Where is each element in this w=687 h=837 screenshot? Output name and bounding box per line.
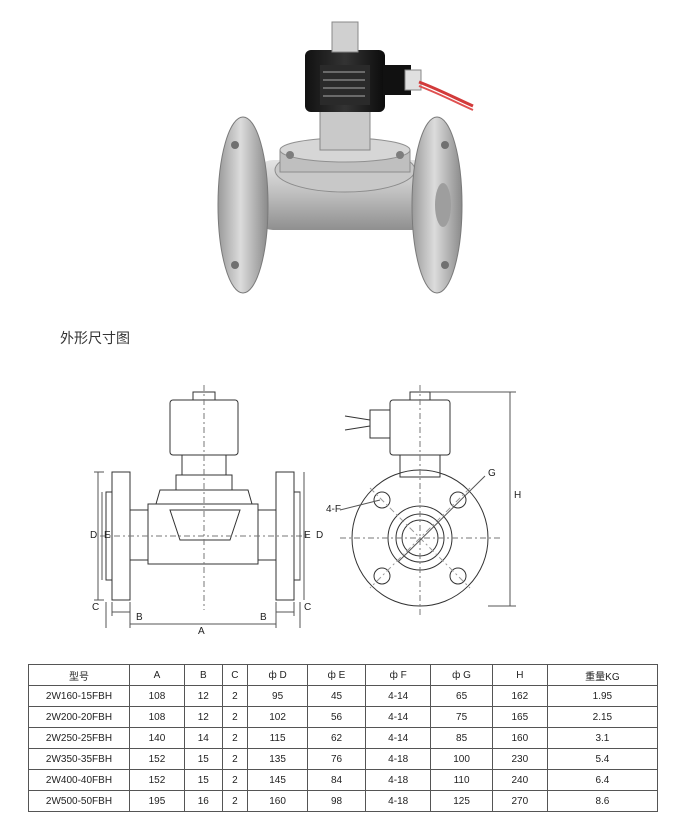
cell: 135: [247, 748, 308, 770]
cell: 2: [221, 790, 249, 812]
cell: 1.95: [546, 685, 659, 707]
cell: 230: [491, 748, 548, 770]
product-photo: [205, 10, 480, 295]
cell: 2: [221, 685, 249, 707]
label-4f: 4-F: [326, 504, 341, 515]
cell: 3.1: [546, 727, 659, 749]
label-e: E: [104, 530, 111, 541]
spec-table: 型号 A B C ф D ф E ф F ф G H 重量KG 2W160-15…: [28, 664, 659, 812]
cell: 125: [430, 790, 493, 812]
header-f: ф F: [365, 664, 432, 686]
cell: 62: [306, 727, 367, 749]
dimension-drawings: D E E D C B B C A: [90, 380, 530, 640]
cell: 2W400-40FBH: [28, 769, 130, 791]
cell: 95: [247, 685, 308, 707]
cell: 102: [247, 706, 308, 728]
cell: 2W350-35FBH: [28, 748, 130, 770]
cell: 240: [491, 769, 548, 791]
cell: 100: [430, 748, 493, 770]
label-d: D: [90, 530, 97, 541]
cell: 76: [306, 748, 367, 770]
cell: 85: [430, 727, 493, 749]
cell: 2: [221, 748, 249, 770]
cell: 84: [306, 769, 367, 791]
cell: 195: [129, 790, 185, 812]
label-b: B: [136, 612, 143, 623]
header-b: B: [183, 664, 223, 686]
cell: 270: [491, 790, 548, 812]
cell: 160: [247, 790, 308, 812]
cell: 12: [183, 685, 223, 707]
cell: 2: [221, 727, 249, 749]
header-d: ф D: [247, 664, 308, 686]
cell: 98: [306, 790, 367, 812]
section-title: 外形尺寸图: [60, 331, 130, 347]
cell: 56: [306, 706, 367, 728]
header-a: A: [129, 664, 185, 686]
cell: 152: [129, 769, 185, 791]
front-view: [339, 385, 516, 616]
cell: 75: [430, 706, 493, 728]
cell: 15: [183, 748, 223, 770]
header-weight: 重量KG: [546, 664, 659, 686]
cell: 16: [183, 790, 223, 812]
header-e: ф E: [306, 664, 367, 686]
cell: 2: [221, 769, 249, 791]
label-b-right: B: [260, 612, 267, 623]
label-d-right: D: [316, 530, 323, 541]
table-row: 2W350-35FBH 152 15 2 135 76 4-18 100 230…: [28, 748, 659, 770]
header-h: H: [491, 664, 548, 686]
cell: 162: [491, 685, 548, 707]
cell: 4-18: [365, 748, 432, 770]
cell: 4-14: [365, 706, 432, 728]
label-c-right: C: [304, 602, 311, 613]
table-row: 2W200-20FBH 108 12 2 102 56 4-14 75 165 …: [28, 706, 659, 728]
cell: 2W200-20FBH: [28, 706, 130, 728]
cell: 152: [129, 748, 185, 770]
cell: 108: [129, 706, 185, 728]
cell: 145: [247, 769, 308, 791]
cell: 8.6: [546, 790, 659, 812]
cell: 4-14: [365, 727, 432, 749]
cell: 4-18: [365, 790, 432, 812]
table-row: 2W400-40FBH 152 15 2 145 84 4-18 110 240…: [28, 769, 659, 791]
header-g: ф G: [430, 664, 493, 686]
label-c: C: [92, 602, 99, 613]
cell: 6.4: [546, 769, 659, 791]
cell: 45: [306, 685, 367, 707]
table-row: 2W160-15FBH 108 12 2 95 45 4-14 65 162 1…: [28, 685, 659, 707]
side-view: [94, 385, 308, 628]
cell: 14: [183, 727, 223, 749]
cell: 165: [491, 706, 548, 728]
label-h: H: [514, 490, 521, 501]
label-e-right: E: [304, 530, 311, 541]
cell: 5.4: [546, 748, 659, 770]
cell: 2.15: [546, 706, 659, 728]
header-model: 型号: [28, 664, 130, 686]
cell: 115: [247, 727, 308, 749]
cell: 140: [129, 727, 185, 749]
header-c: C: [221, 664, 249, 686]
cell: 15: [183, 769, 223, 791]
cell: 65: [430, 685, 493, 707]
label-a: A: [198, 626, 205, 637]
cell: 4-18: [365, 769, 432, 791]
cell: 2W250-25FBH: [28, 727, 130, 749]
table-row: 2W250-25FBH 140 14 2 115 62 4-14 85 160 …: [28, 727, 659, 749]
label-g: G: [488, 468, 496, 479]
cell: 108: [129, 685, 185, 707]
table-row: 2W500-50FBH 195 16 2 160 98 4-18 125 270…: [28, 790, 659, 812]
cell: 2W160-15FBH: [28, 685, 130, 707]
cell: 12: [183, 706, 223, 728]
cell: 2W500-50FBH: [28, 790, 130, 812]
cell: 2: [221, 706, 249, 728]
cell: 4-14: [365, 685, 432, 707]
table-header-row: 型号 A B C ф D ф E ф F ф G H 重量KG: [28, 664, 659, 686]
cell: 160: [491, 727, 548, 749]
solenoid-valve-image: [217, 21, 474, 294]
cell: 110: [430, 769, 493, 791]
